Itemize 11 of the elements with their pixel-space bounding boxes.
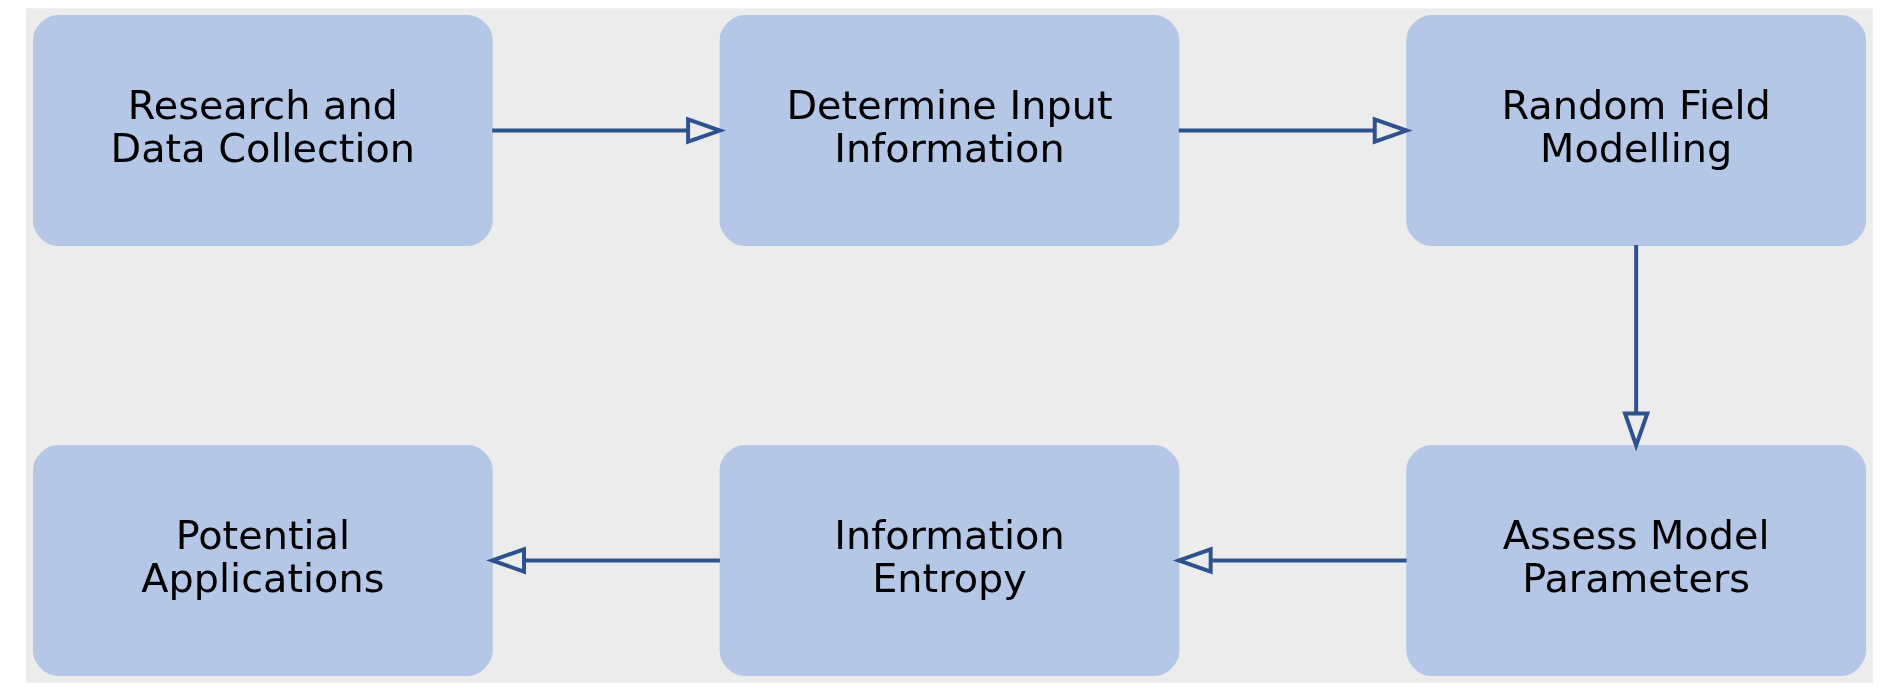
arrow bbox=[1178, 116, 1413, 145]
node-box: Assess Model Parameters bbox=[1406, 445, 1867, 676]
node-box: Determine Input Information bbox=[719, 15, 1180, 246]
arrow bbox=[1622, 245, 1651, 452]
arrow bbox=[492, 116, 726, 145]
node-box: Random Field Modelling bbox=[1406, 15, 1867, 246]
arrow bbox=[1172, 546, 1407, 575]
node-box: Potential Applications bbox=[32, 445, 493, 676]
node-box: Information Entropy bbox=[719, 445, 1180, 676]
node-box: Research and Data Collection bbox=[32, 15, 493, 246]
arrow bbox=[486, 546, 720, 575]
